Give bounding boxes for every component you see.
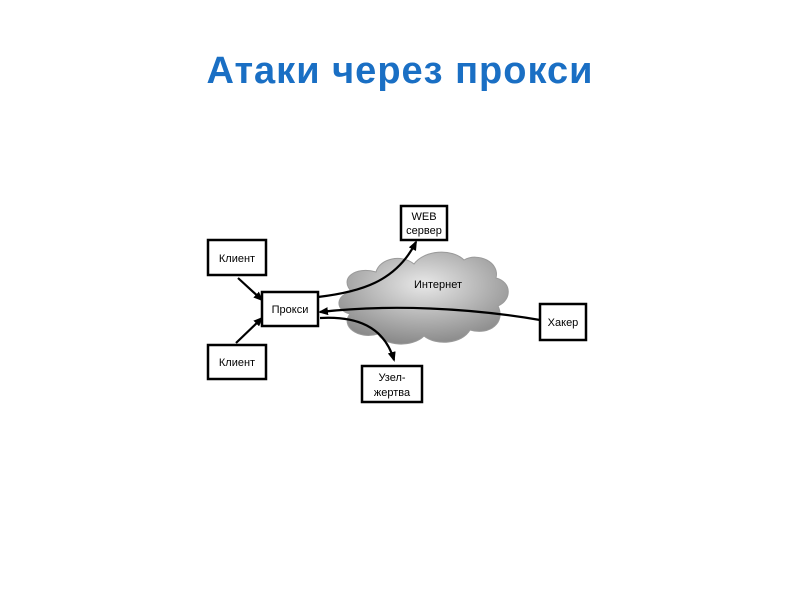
web-server-label-line2: сервер xyxy=(406,225,442,237)
connections xyxy=(235,240,541,362)
internet-cloud: Интернет xyxy=(338,251,509,345)
arrow-client-bottom-to-proxy xyxy=(235,316,264,344)
internet-label: Интернет xyxy=(414,279,462,291)
arrow-proxy-to-web-server xyxy=(317,240,417,299)
node-client-top: Клиент xyxy=(206,238,268,277)
proxy-label: Прокси xyxy=(272,304,309,316)
node-victim: Узел- жертва xyxy=(360,364,424,404)
arrow-proxy-to-victim xyxy=(319,316,396,362)
node-client-bottom: Клиент xyxy=(206,343,268,381)
node-web-server: WEB сервер xyxy=(399,204,449,242)
victim-label-line1: Узел- xyxy=(378,372,405,384)
victim-label-line2: жертва xyxy=(374,387,411,399)
arrow-hacker-to-proxy xyxy=(318,306,541,322)
node-proxy: Прокси xyxy=(260,290,320,328)
client-top-label: Клиент xyxy=(219,253,255,265)
slide-title: Атаки через прокси xyxy=(206,50,594,92)
node-hacker: Хакер xyxy=(538,302,588,342)
client-bottom-label: Клиент xyxy=(219,357,255,369)
hacker-label: Хакер xyxy=(548,317,579,329)
arrow-client-top-to-proxy xyxy=(237,277,264,302)
web-server-label-line1: WEB xyxy=(411,211,436,223)
